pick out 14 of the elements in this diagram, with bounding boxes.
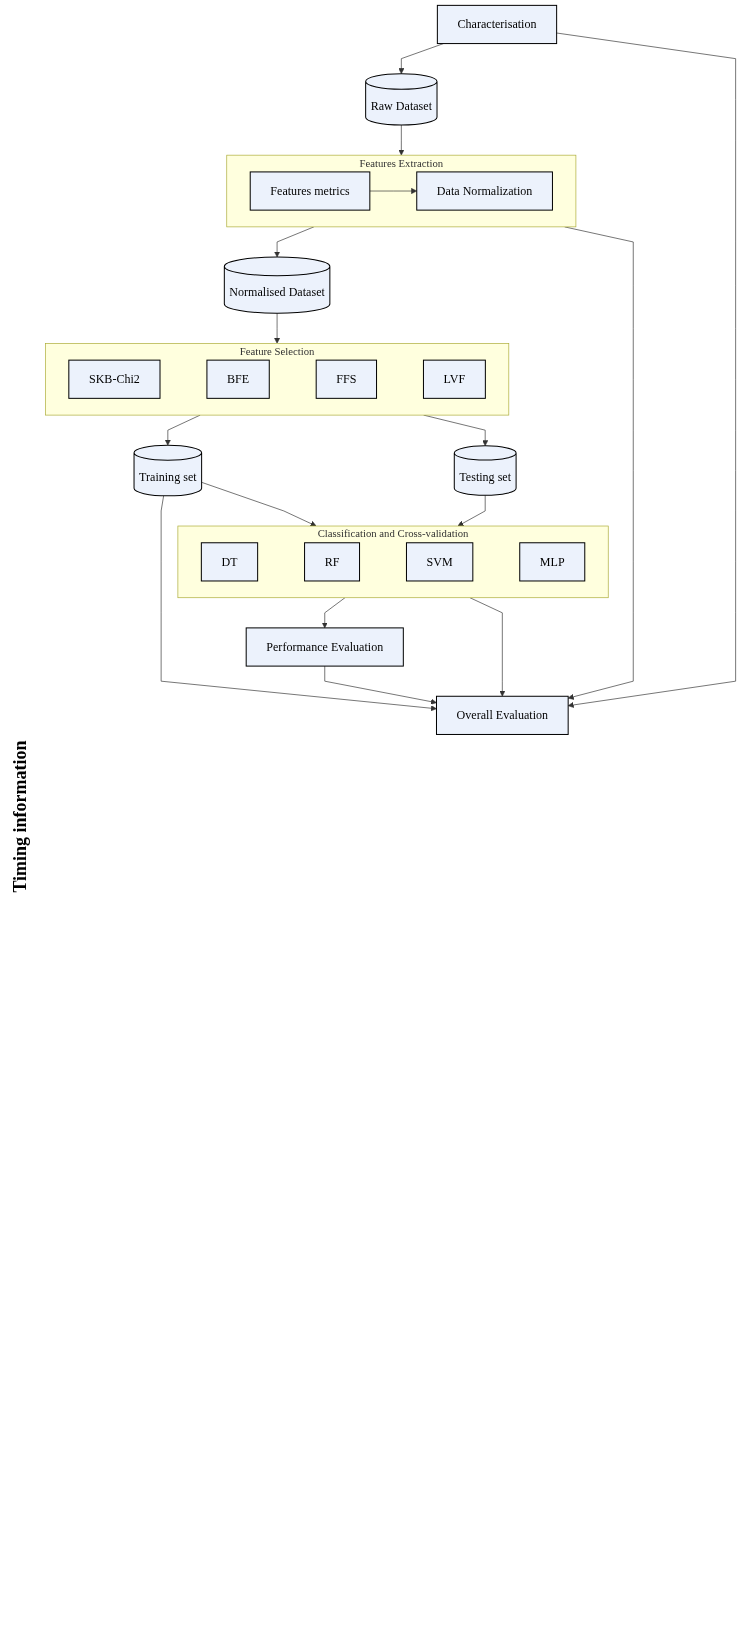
vertical-label: Timing information [9, 740, 31, 893]
node-box: RF [304, 542, 361, 582]
node-box: SKB-Chi2 [68, 359, 161, 399]
node-box: FFS [315, 359, 378, 399]
node-box: Features metrics [249, 171, 371, 211]
node-box: Performance Evaluation [245, 627, 404, 667]
node-box: Characterisation [436, 4, 558, 45]
node-box: MLP [519, 542, 586, 582]
node-box: LVF [422, 359, 486, 399]
node-box: BFE [206, 359, 270, 399]
node-box: Overall Evaluation [435, 695, 569, 735]
node-box: DT [200, 542, 259, 582]
node-box: SVM [405, 542, 474, 582]
node-box: Data Normalization [416, 171, 553, 211]
